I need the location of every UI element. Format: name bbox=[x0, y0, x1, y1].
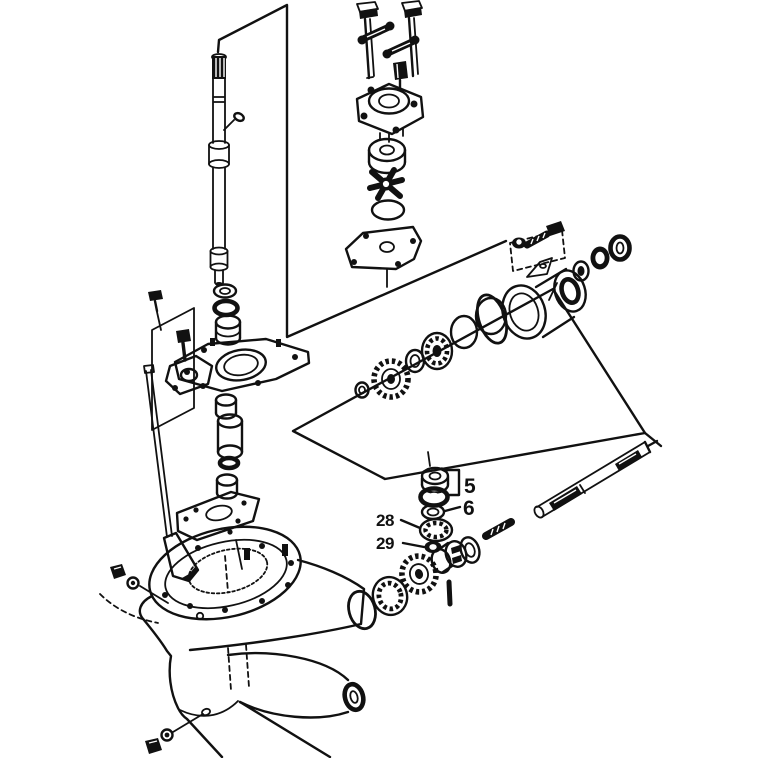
propeller-shaft bbox=[533, 439, 659, 519]
callout-28-leader-line bbox=[399, 518, 422, 530]
shift-rod-group bbox=[143, 290, 214, 583]
callout-5: 5 bbox=[444, 468, 476, 498]
callout-6: 6 bbox=[443, 497, 475, 520]
water-pump-assembly bbox=[344, 82, 425, 288]
callout-29: 29 bbox=[376, 534, 426, 553]
dowel-pin-lower bbox=[382, 35, 420, 59]
carrier-nut bbox=[512, 237, 526, 249]
lower-driveshaft-bearing bbox=[418, 517, 454, 543]
callout-5-label: 5 bbox=[464, 475, 476, 498]
carrier-seal bbox=[608, 234, 632, 262]
callout-6-label: 6 bbox=[463, 497, 475, 520]
forward-gear-bearing bbox=[371, 575, 409, 617]
drain-plug-leader-line bbox=[172, 713, 204, 733]
pump-bolt-left bbox=[356, 1, 379, 80]
shift-rod-panel bbox=[151, 307, 195, 431]
carrier-oring bbox=[476, 293, 508, 345]
carrier-bushing bbox=[572, 260, 590, 282]
water-pump-panel bbox=[216, 3, 508, 339]
shim-ring-1 bbox=[449, 314, 479, 350]
thrust-washer bbox=[418, 486, 450, 508]
forward-gear-group bbox=[347, 536, 481, 631]
gearcase-housing bbox=[99, 525, 366, 758]
driveshaft-circlip bbox=[223, 111, 245, 131]
driveshaft bbox=[208, 53, 245, 286]
oil-seal-upper bbox=[212, 283, 238, 299]
propshaft-oring bbox=[347, 589, 377, 631]
water-pump-fasteners bbox=[356, 0, 423, 91]
clutch-ring bbox=[459, 536, 481, 564]
front-bolt-leader-line bbox=[139, 585, 169, 604]
oil-seal-housing-plate bbox=[173, 337, 311, 393]
driveshaft-sleeve bbox=[214, 393, 244, 500]
callout-29-label: 29 bbox=[376, 534, 394, 553]
pinion-gear bbox=[371, 358, 411, 400]
gear-set-panel-corner bbox=[643, 431, 663, 448]
clutch-stack: 5 6 28 29 bbox=[376, 451, 476, 553]
gearcase-gasket bbox=[175, 490, 261, 570]
pinion-gear-set bbox=[354, 296, 508, 400]
driveshaft-bearing bbox=[420, 331, 454, 371]
driveshaft-collar bbox=[208, 140, 230, 169]
dowel-pin-upper bbox=[357, 21, 395, 45]
gearcase-bore-opening bbox=[342, 681, 366, 713]
callout-5-bracket bbox=[444, 468, 461, 497]
clutch-spring bbox=[482, 518, 515, 540]
callout-28: 28 bbox=[376, 511, 422, 530]
circlip-leader-line bbox=[223, 119, 235, 131]
pump-gasket-oring bbox=[370, 199, 406, 221]
oil-seal-lower bbox=[212, 298, 240, 318]
drain-plug-group bbox=[145, 707, 211, 754]
shift-rod bbox=[143, 364, 200, 583]
housing-body bbox=[138, 558, 366, 758]
shift-cam-bolt bbox=[176, 329, 191, 362]
callout-28-label: 28 bbox=[376, 511, 394, 530]
clutch-cross-pin bbox=[446, 579, 453, 607]
carrier-bolt bbox=[523, 221, 565, 249]
pump-base-group bbox=[173, 283, 311, 570]
seal-sleeve-cup bbox=[214, 314, 242, 346]
shift-cam-bracket bbox=[164, 354, 214, 396]
pump-bolt-right bbox=[401, 0, 423, 78]
bearing-carrier-group bbox=[476, 221, 632, 345]
pinion-washer bbox=[354, 381, 370, 399]
forward-gear bbox=[399, 553, 439, 595]
pump-housing bbox=[355, 82, 425, 143]
carrier-ring-nut bbox=[590, 246, 610, 270]
pump-wear-plate bbox=[344, 225, 423, 288]
propeller-shaft-group bbox=[482, 439, 659, 540]
housing-front-bolts bbox=[110, 564, 169, 604]
impeller bbox=[367, 167, 405, 201]
callout-29-leader-line bbox=[401, 541, 426, 549]
pump-cartridge-cup bbox=[367, 137, 407, 175]
shift-rod-screw bbox=[148, 290, 163, 331]
bearing-carrier bbox=[501, 257, 587, 340]
callout-6-leader-line bbox=[443, 505, 462, 513]
spacer-sleeve bbox=[393, 61, 408, 91]
housing-top-flange bbox=[99, 525, 302, 624]
